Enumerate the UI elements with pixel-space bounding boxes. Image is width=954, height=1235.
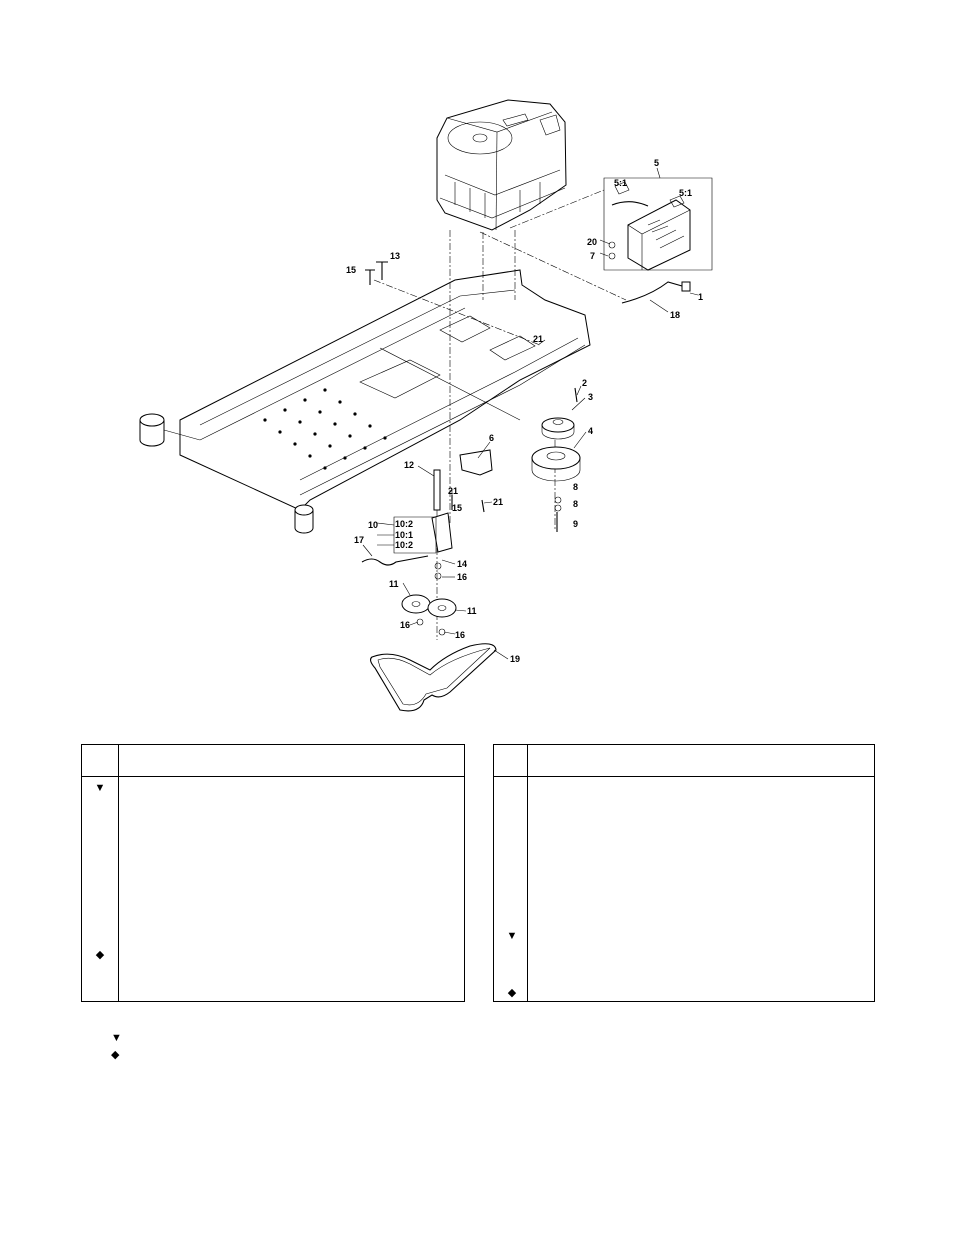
triangle-marker: ▼ xyxy=(94,782,106,794)
table-header xyxy=(82,745,464,777)
callout: 3 xyxy=(588,392,593,402)
exploded-parts-diagram: 1 2 3 4 5 5:1 5:1 6 7 8 8 9 10 10:2 10:1… xyxy=(139,99,713,712)
callout: 16 xyxy=(400,620,410,630)
triangle-marker: ▼ xyxy=(506,930,518,942)
bolt-15 xyxy=(365,269,375,285)
callout: 4 xyxy=(588,426,593,436)
callout: 10:2 xyxy=(395,540,413,550)
callout: 21 xyxy=(448,486,458,496)
callout: 20 xyxy=(587,237,597,247)
callout: 7 xyxy=(590,251,595,261)
column-divider xyxy=(527,745,528,1001)
callout: 21 xyxy=(493,497,503,507)
pto-clutch-group xyxy=(531,387,581,532)
drive-belt xyxy=(370,643,497,712)
callout: 9 xyxy=(573,519,578,529)
callout: 10 xyxy=(368,520,378,530)
callout: 6 xyxy=(489,433,494,443)
callout: 14 xyxy=(457,559,467,569)
parts-table-right: ▼ ◆ xyxy=(493,744,875,1002)
callout: 1 xyxy=(698,292,703,302)
column-divider xyxy=(118,745,119,1001)
diamond-marker: ◆ xyxy=(95,949,105,961)
callout: 11 xyxy=(467,606,477,616)
dash-link xyxy=(479,231,627,301)
callout: 10:1 xyxy=(395,530,413,540)
callout: 15 xyxy=(346,265,356,275)
idler-assembly xyxy=(361,469,485,636)
callout: 16 xyxy=(455,630,465,640)
deck-perforations xyxy=(263,388,387,470)
dash-link xyxy=(509,189,605,229)
callout: 2 xyxy=(582,378,587,388)
callout: 13 xyxy=(390,251,400,261)
table-header xyxy=(494,745,874,777)
engine-illustration xyxy=(436,99,567,231)
fitting-1 xyxy=(681,281,691,292)
diamond-marker: ◆ xyxy=(111,1049,120,1061)
callout: 12 xyxy=(404,460,414,470)
triangle-marker: ▼ xyxy=(111,1032,122,1044)
callout: 8 xyxy=(573,499,578,509)
callout: 11 xyxy=(389,579,399,589)
callout: 17 xyxy=(354,535,364,545)
callout: 5:1 xyxy=(614,178,627,188)
fuel-line-18 xyxy=(621,281,683,304)
callout: 8 xyxy=(573,482,578,492)
callout-labels: 1 2 3 4 5 5:1 5:1 6 7 8 8 9 10 10:2 10:1… xyxy=(346,158,703,664)
diamond-marker: ◆ xyxy=(507,987,517,999)
callout: 5:1 xyxy=(679,188,692,198)
callout: 5 xyxy=(654,158,659,168)
callout-leaders xyxy=(362,167,699,660)
callout: 18 xyxy=(670,310,680,320)
mower-frame xyxy=(139,269,591,534)
muffler-group xyxy=(603,177,713,271)
callout: 19 xyxy=(510,654,520,664)
callout: 15 xyxy=(452,503,462,513)
bolt-13 xyxy=(376,261,388,280)
callout: 16 xyxy=(457,572,467,582)
parts-table-left: ▼ ◆ xyxy=(81,744,465,1002)
bracket-6 xyxy=(459,449,493,476)
callout: 21 xyxy=(533,334,543,344)
callout: 10:2 xyxy=(395,519,413,529)
dash-link xyxy=(373,279,541,346)
